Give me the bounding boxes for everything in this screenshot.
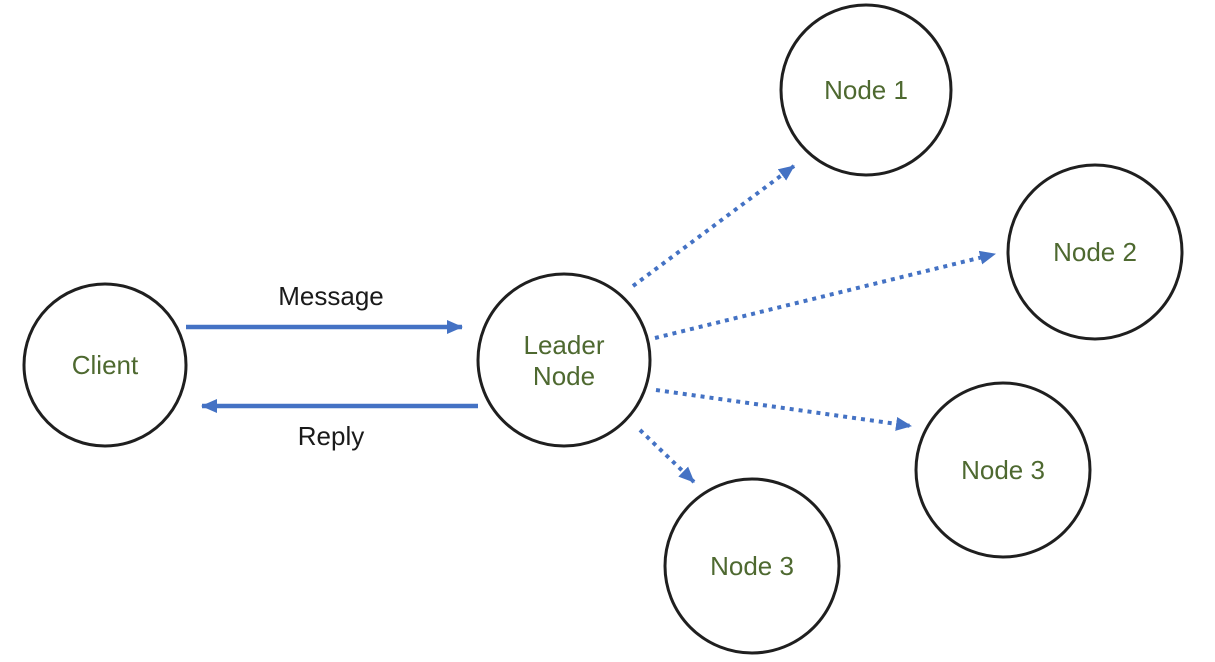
node1-label: Node 1	[824, 75, 908, 105]
node3-right-label: Node 3	[961, 455, 1045, 485]
leader-node: Leader Node	[476, 272, 652, 448]
leader-to-node2-arrow	[654, 250, 996, 340]
leader-broadcast-edges	[631, 164, 996, 484]
leader-node-label-line1: Leader	[524, 330, 605, 360]
node3-right: Node 3	[914, 381, 1092, 559]
reply-arrow-label: Reply	[298, 421, 364, 451]
client-node-label: Client	[72, 350, 139, 380]
node3-bottom-label: Node 3	[710, 551, 794, 581]
leader-node-label-line2: Node	[533, 361, 595, 391]
node3-bottom: Node 3	[663, 477, 841, 655]
node2-label: Node 2	[1053, 237, 1137, 267]
node2: Node 2	[1006, 163, 1184, 341]
client-node-circle	[22, 282, 188, 448]
leader-to-node3-right-arrow	[655, 388, 912, 431]
node1-circle	[779, 3, 953, 177]
client-node: Client	[22, 282, 188, 448]
node1: Node 1	[779, 3, 953, 177]
message-arrow-label: Message	[278, 281, 384, 311]
leader-node-circle	[476, 272, 652, 448]
client-leader-edges: Message Reply	[186, 281, 478, 451]
node3-bottom-circle	[663, 477, 841, 655]
node3-right-circle	[914, 381, 1092, 559]
leader-to-node1-arrow	[631, 164, 796, 288]
node2-circle	[1006, 163, 1184, 341]
leader-to-node3-bottom-arrow	[638, 428, 696, 484]
